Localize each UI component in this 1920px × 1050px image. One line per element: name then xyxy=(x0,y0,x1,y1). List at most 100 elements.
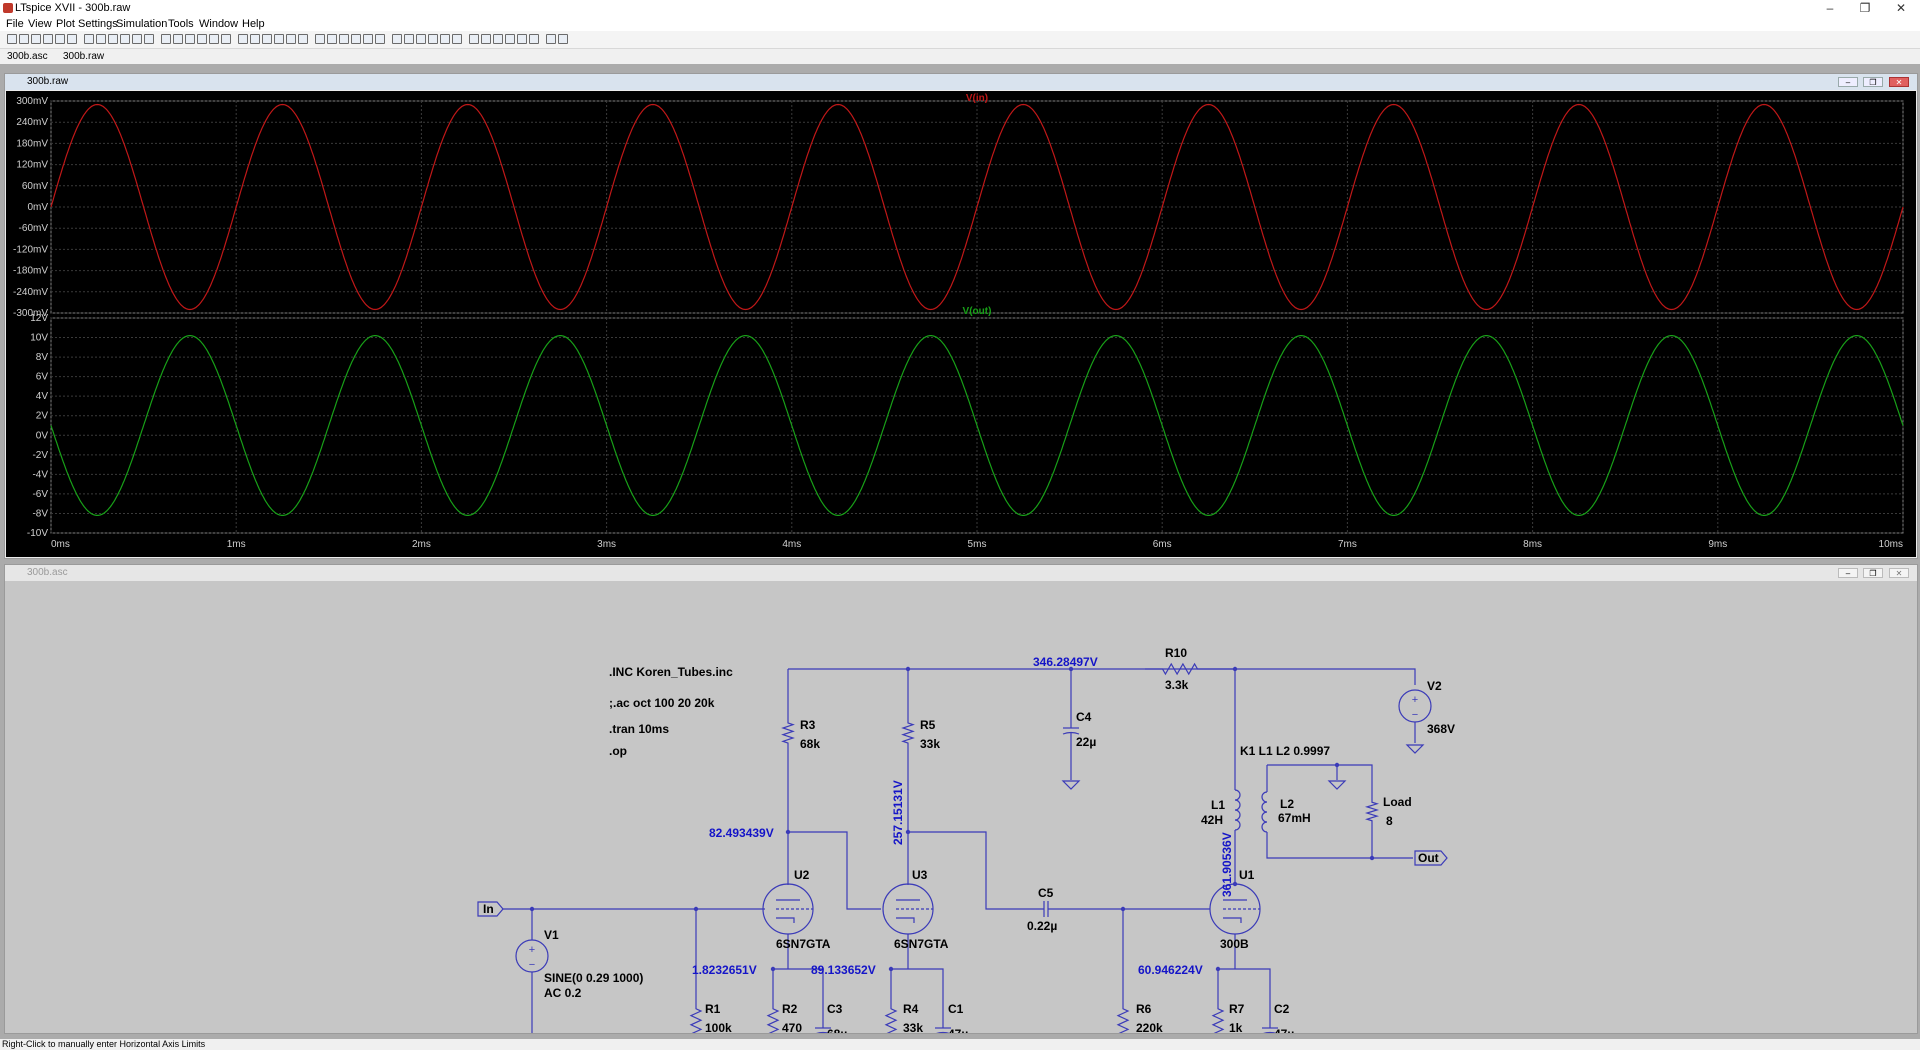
input-port[interactable] xyxy=(477,901,504,917)
inductor-symbol[interactable] xyxy=(1234,789,1241,831)
toolbar-tool-icon[interactable] xyxy=(108,34,118,44)
menu-file[interactable]: File xyxy=(6,18,24,30)
toolbar-tool-icon[interactable] xyxy=(84,34,94,44)
toolbar-tool-icon[interactable] xyxy=(19,34,29,44)
toolbar-tool-icon[interactable] xyxy=(161,34,171,44)
resistor-symbol[interactable] xyxy=(1211,995,1225,1033)
menu-simulation[interactable]: Simulation xyxy=(116,18,168,30)
triode-cathode xyxy=(896,917,915,923)
x-tick-label: 3ms xyxy=(597,539,616,550)
toolbar-tool-icon[interactable] xyxy=(375,34,385,44)
tab-300b-raw[interactable]: 300b.raw xyxy=(63,51,105,62)
schematic-maximize-button[interactable]: ❐ xyxy=(1863,568,1883,578)
resistor-symbol[interactable] xyxy=(766,995,780,1033)
toolbar-tool-icon[interactable] xyxy=(481,34,491,44)
menu-window[interactable]: Window xyxy=(199,18,239,30)
menu-view[interactable]: View xyxy=(28,18,52,30)
toolbar-tool-icon[interactable] xyxy=(298,34,308,44)
toolbar-tool-icon[interactable] xyxy=(428,34,438,44)
toolbar-tool-icon[interactable] xyxy=(363,34,373,44)
voltage-source-symbol[interactable] xyxy=(1398,689,1432,723)
toolbar-tool-icon[interactable] xyxy=(452,34,462,44)
resistor-symbol[interactable] xyxy=(901,713,915,753)
toolbar-tool-icon[interactable] xyxy=(209,34,219,44)
toolbar-tool-icon[interactable] xyxy=(558,34,568,44)
menu-plot-settings[interactable]: Plot Settings xyxy=(56,18,118,30)
toolbar-tool-icon[interactable] xyxy=(238,34,248,44)
component-value: 8 xyxy=(1386,814,1393,828)
resistor-symbol[interactable] xyxy=(1145,662,1215,676)
resistor-symbol[interactable] xyxy=(1116,995,1130,1033)
schematic-close-button[interactable]: ✕ xyxy=(1889,568,1909,578)
schematic-minimize-button[interactable]: – xyxy=(1838,568,1858,578)
ground-icon xyxy=(1327,780,1347,790)
waveform-chart[interactable]: 300mV240mV180mV120mV60mV0mV-60mV-120mV-1… xyxy=(6,91,1916,557)
menu-tools[interactable]: Tools xyxy=(168,18,194,30)
toolbar-tool-icon[interactable] xyxy=(55,34,65,44)
resistor-symbol[interactable] xyxy=(689,995,703,1033)
close-button[interactable]: ✕ xyxy=(1895,1,1907,15)
toolbar-tool-icon[interactable] xyxy=(286,34,296,44)
capacitor-plate[interactable] xyxy=(935,1031,951,1034)
toolbar-tool-icon[interactable] xyxy=(221,34,231,44)
inductor-symbol[interactable] xyxy=(1261,791,1268,833)
toolbar-tool-icon[interactable] xyxy=(250,34,260,44)
toolbar-tool-icon[interactable] xyxy=(144,34,154,44)
resistor-symbol[interactable] xyxy=(884,995,898,1033)
menu-help[interactable]: Help xyxy=(242,18,265,30)
toolbar-tool-icon[interactable] xyxy=(493,34,503,44)
waveform-maximize-button[interactable]: ❐ xyxy=(1863,77,1883,87)
toolbar-tool-icon[interactable] xyxy=(96,34,106,44)
toolbar-tool-icon[interactable] xyxy=(173,34,183,44)
capacitor-plate[interactable] xyxy=(1262,1031,1278,1034)
toolbar-tool-icon[interactable] xyxy=(339,34,349,44)
toolbar-tool-icon[interactable] xyxy=(274,34,284,44)
waveform-minimize-button[interactable]: – xyxy=(1838,77,1858,87)
y-tick-label: -2V xyxy=(32,450,48,461)
toolbar-tool-icon[interactable] xyxy=(505,34,515,44)
output-port[interactable] xyxy=(1414,850,1448,866)
resistor-symbol[interactable] xyxy=(1364,793,1380,830)
toolbar-tool-icon[interactable] xyxy=(529,34,539,44)
capacitor-plate[interactable] xyxy=(815,1031,831,1034)
toolbar-tool-icon[interactable] xyxy=(392,34,402,44)
series-legend-label[interactable]: V(out) xyxy=(963,306,992,317)
tab-300b-asc[interactable]: 300b.asc xyxy=(7,51,48,62)
toolbar-tool-icon[interactable] xyxy=(351,34,361,44)
toolbar-tool-icon[interactable] xyxy=(43,34,53,44)
toolbar-tool-icon[interactable] xyxy=(416,34,426,44)
toolbar-tool-icon[interactable] xyxy=(197,34,207,44)
toolbar-tool-icon[interactable] xyxy=(132,34,142,44)
toolbar-tool-icon[interactable] xyxy=(262,34,272,44)
wire xyxy=(1235,668,1416,685)
toolbar-tool-icon[interactable] xyxy=(546,34,556,44)
waveform-close-button[interactable]: ✕ xyxy=(1889,77,1909,87)
schematic-window-titlebar[interactable]: 300b.asc xyxy=(5,565,1917,581)
capacitor-plate[interactable] xyxy=(1062,731,1080,735)
x-tick-label: 5ms xyxy=(968,539,987,550)
toolbar-tool-icon[interactable] xyxy=(185,34,195,44)
maximize-button[interactable]: ❐ xyxy=(1859,1,1871,15)
voltage-source-symbol[interactable] xyxy=(515,939,549,973)
component-name: R6 xyxy=(1136,1002,1152,1016)
toolbar-tool-icon[interactable] xyxy=(440,34,450,44)
waveform-window-titlebar[interactable]: 300b.raw xyxy=(5,74,1917,90)
component-name: R4 xyxy=(903,1002,919,1016)
toolbar-tool-icon[interactable] xyxy=(404,34,414,44)
minimize-button[interactable]: – xyxy=(1826,1,1834,15)
toolbar-tool-icon[interactable] xyxy=(7,34,17,44)
series-legend-label[interactable]: V(in) xyxy=(966,93,988,104)
toolbar-tool-icon[interactable] xyxy=(517,34,527,44)
resistor-symbol[interactable] xyxy=(781,713,795,753)
toolbar-tool-icon[interactable] xyxy=(327,34,337,44)
toolbar-tool-icon[interactable] xyxy=(67,34,77,44)
toolbar-tool-icon[interactable] xyxy=(31,34,41,44)
toolbar-tool-icon[interactable] xyxy=(120,34,130,44)
toolbar-tool-icon[interactable] xyxy=(315,34,325,44)
toolbar-tool-icon[interactable] xyxy=(469,34,479,44)
